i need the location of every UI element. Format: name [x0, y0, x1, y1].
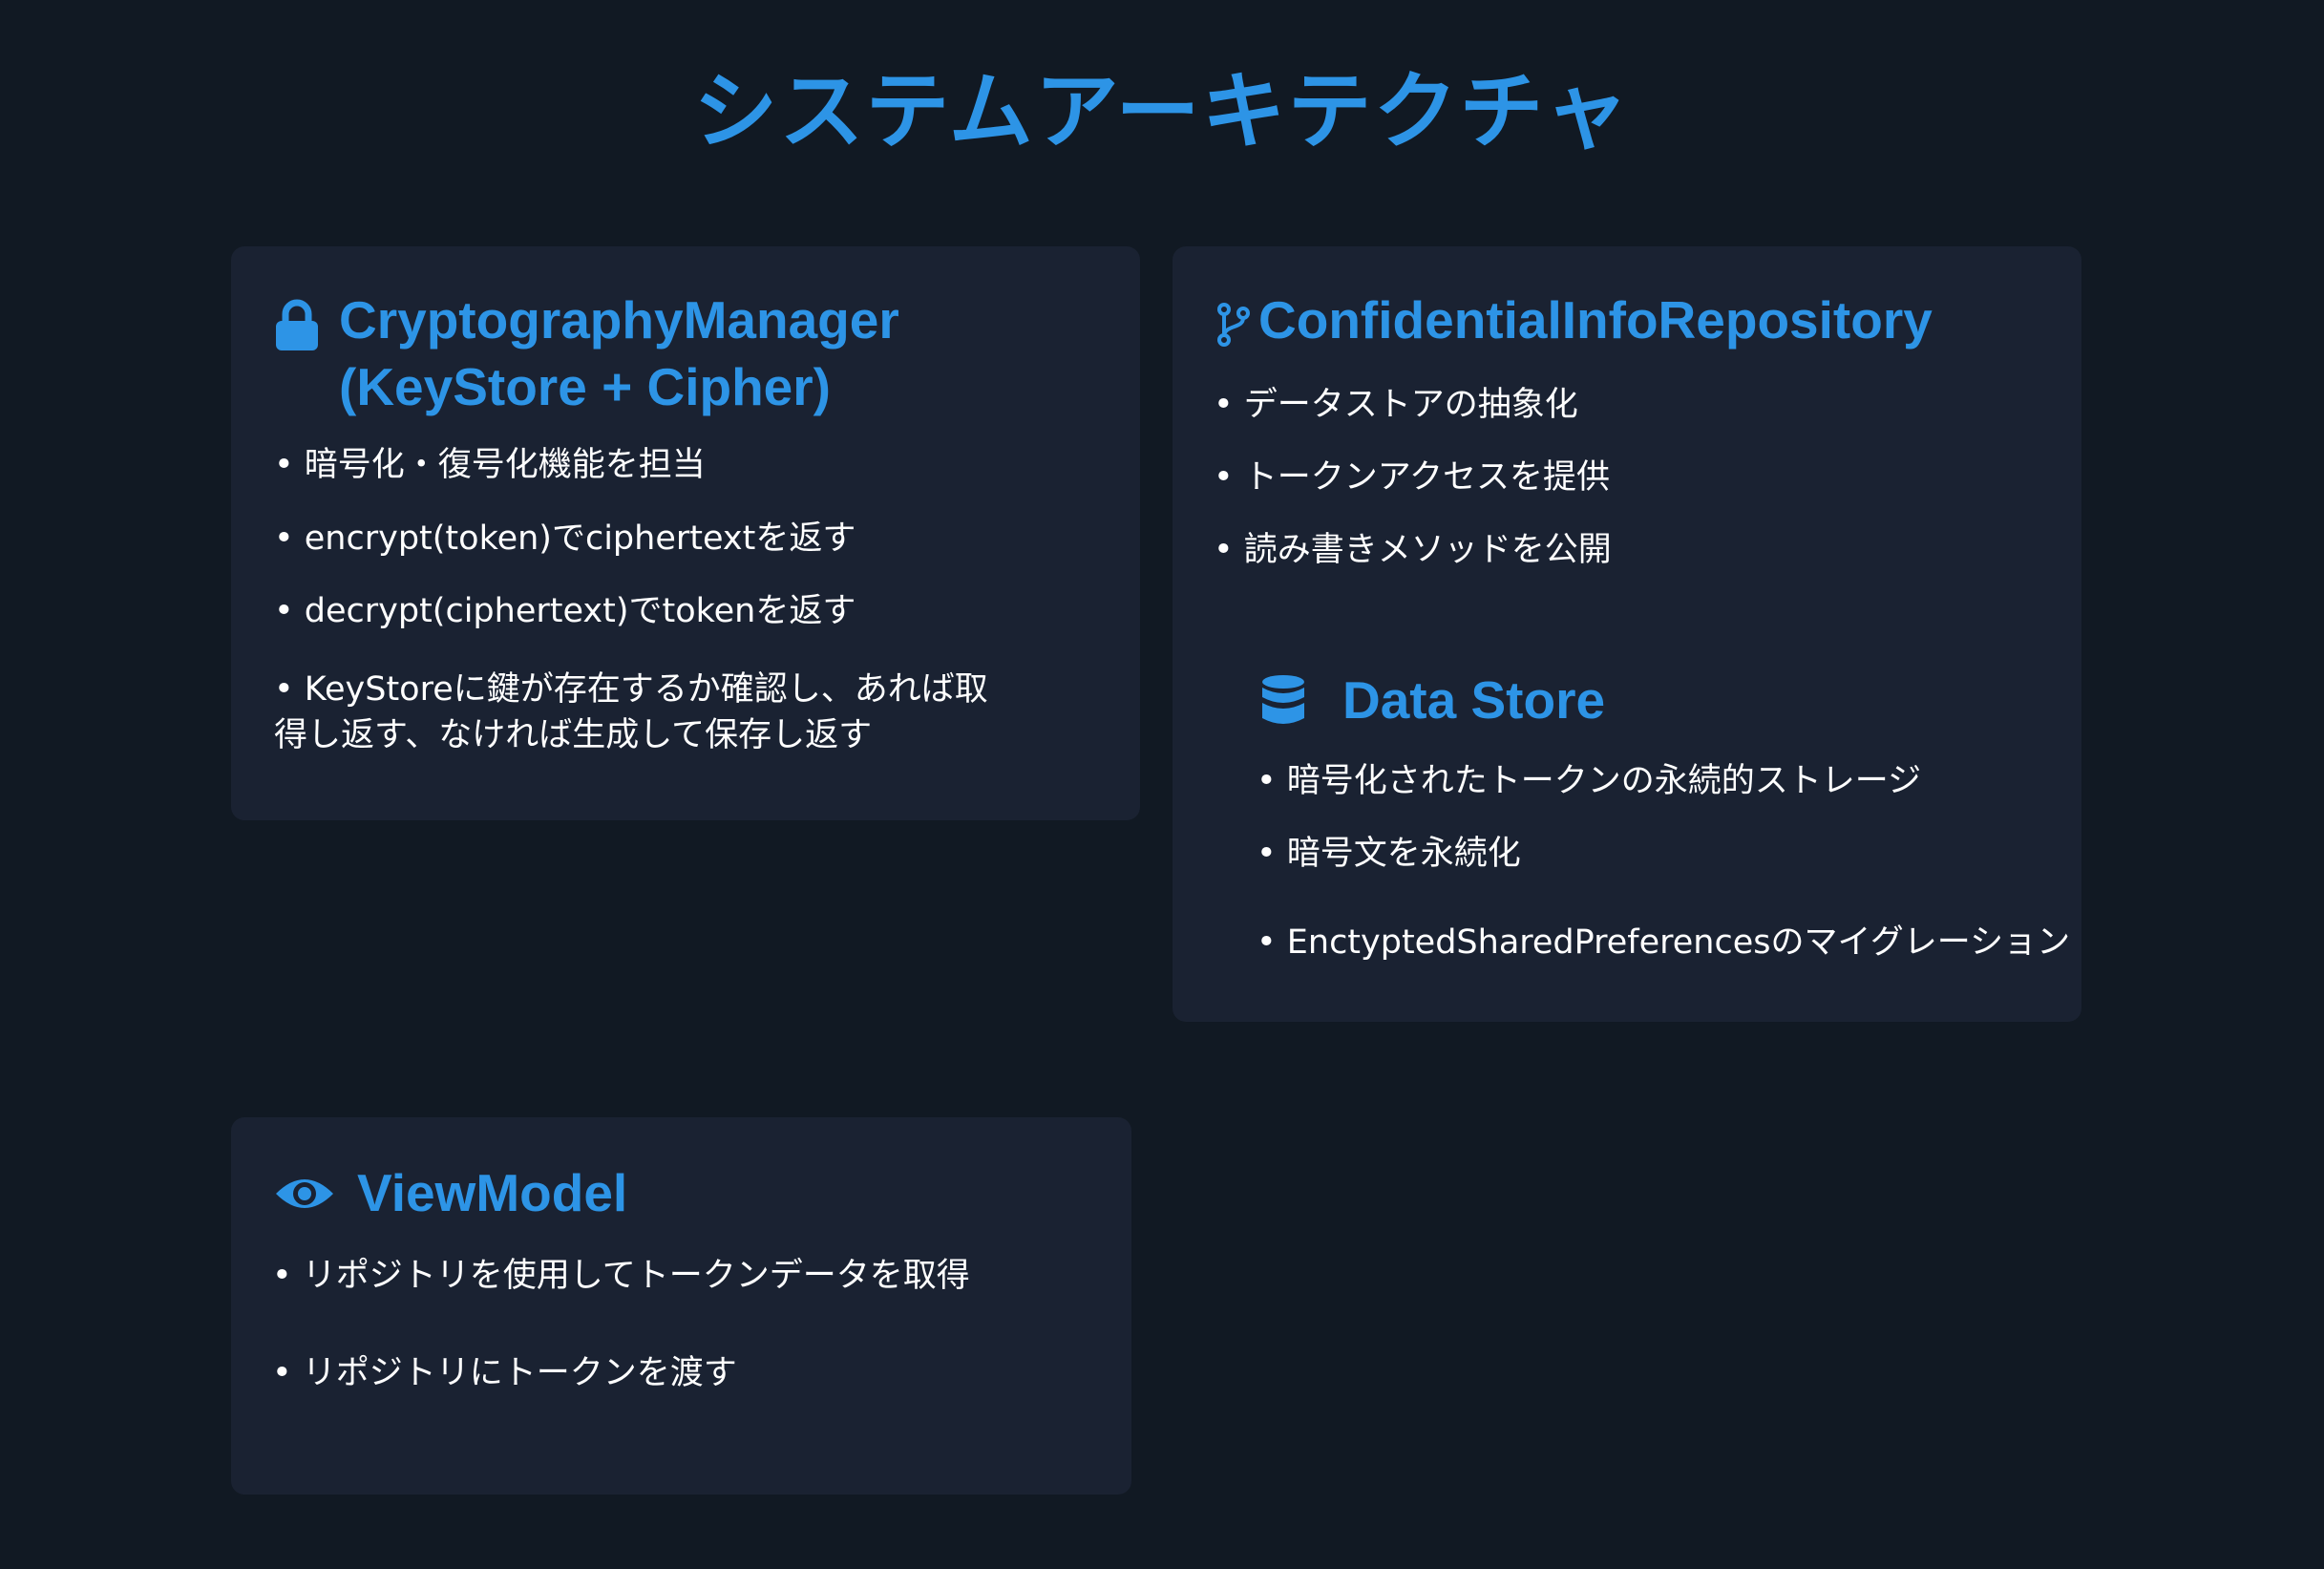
lock-icon: [276, 299, 318, 350]
viewmodel-title: ViewModel: [357, 1163, 628, 1222]
repository-card: ConfidentialInfoRepository • データストアの抽象化 …: [1173, 246, 2081, 1022]
crypto-bullet-3: • decrypt(ciphertext)でtokenを返す: [274, 592, 856, 630]
crypto-manager-title: CryptographyManager (KeyStore + Cipher): [339, 286, 899, 420]
viewmodel-bullet-1: • リポジトリを使用してトークンデータを取得: [272, 1257, 970, 1295]
crypto-manager-card: CryptographyManager (KeyStore + Cipher) …: [231, 246, 1140, 820]
repository-bullet-1: • データストアの抽象化: [1214, 386, 1578, 424]
repository-title: ConfidentialInfoRepository: [1258, 290, 1933, 350]
eye-icon: [276, 1179, 333, 1208]
crypto-manager-title-line1: CryptographyManager: [339, 290, 899, 350]
viewmodel-card: ViewModel • リポジトリを使用してトークンデータを取得 • リポジトリ…: [231, 1117, 1131, 1495]
repository-bullet-2: • トークンアクセスを提供: [1214, 458, 1611, 497]
database-icon: [1262, 675, 1304, 724]
datastore-bullet-3: • EnctyptedSharedPreferencesのマイグレーション: [1257, 923, 2071, 962]
crypto-bullet-2: • encrypt(token)でciphertextを返す: [274, 519, 856, 558]
datastore-bullet-2: • 暗号文を永続化: [1257, 835, 1521, 873]
git-branch-icon: [1217, 303, 1250, 347]
crypto-bullet-4: • KeyStoreに鍵が存在するか確認し、あれば取得し返す、なければ生成して保…: [274, 670, 988, 754]
datastore-bullet-1: • 暗号化されたトークンの永続的ストレージ: [1257, 762, 1922, 800]
datastore-title: Data Store: [1342, 670, 1606, 730]
repository-bullet-3: • 読み書きメソッドを公開: [1214, 531, 1612, 569]
crypto-bullet-1: • 暗号化・復号化機能を担当: [274, 446, 706, 484]
crypto-manager-title-line2: (KeyStore + Cipher): [339, 357, 831, 416]
viewmodel-bullet-2: • リポジトリにトークンを渡す: [272, 1354, 737, 1392]
page-title: システムアーキテクチャ: [693, 62, 1631, 160]
